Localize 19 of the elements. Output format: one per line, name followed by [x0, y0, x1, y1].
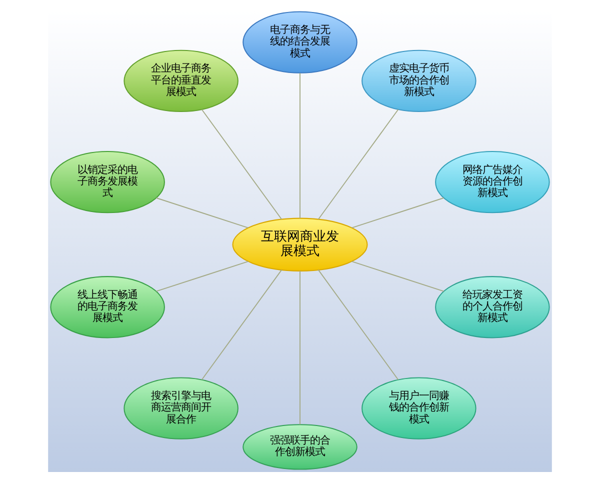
connector [318, 268, 399, 380]
connector [351, 196, 444, 228]
connector [201, 108, 282, 220]
connector [201, 268, 282, 380]
node-ellipse: 网络广告媒介资源的合作创新模式 [435, 150, 550, 213]
node-ellipse: 以销定采的电子商务发展模式 [50, 150, 165, 213]
node-ellipse: 搜索引擎与电商运营商间开展合作 [124, 376, 238, 439]
connector [351, 260, 444, 292]
node-ellipse: 给玩家发工资的个人合作创新模式 [435, 276, 550, 338]
node-ellipse: 与用户一同赚钱的合作创新模式 [362, 376, 476, 439]
connector [156, 196, 249, 228]
node-ellipse: 互联网商业发展模式 [232, 217, 368, 271]
node-ellipse: 强强联手的合作创新模式 [242, 424, 358, 470]
node-ellipse: 虚实电子货币市场的合作创新模式 [362, 49, 476, 112]
node-ellipse: 电子商务与无线的结合发展模式 [242, 10, 358, 73]
connector [156, 260, 249, 292]
node-ellipse: 线上线下畅通的电子商务发展模式 [50, 276, 165, 338]
node-ellipse: 企业电子商务平台的垂直发展模式 [124, 49, 238, 112]
connector [318, 108, 399, 220]
